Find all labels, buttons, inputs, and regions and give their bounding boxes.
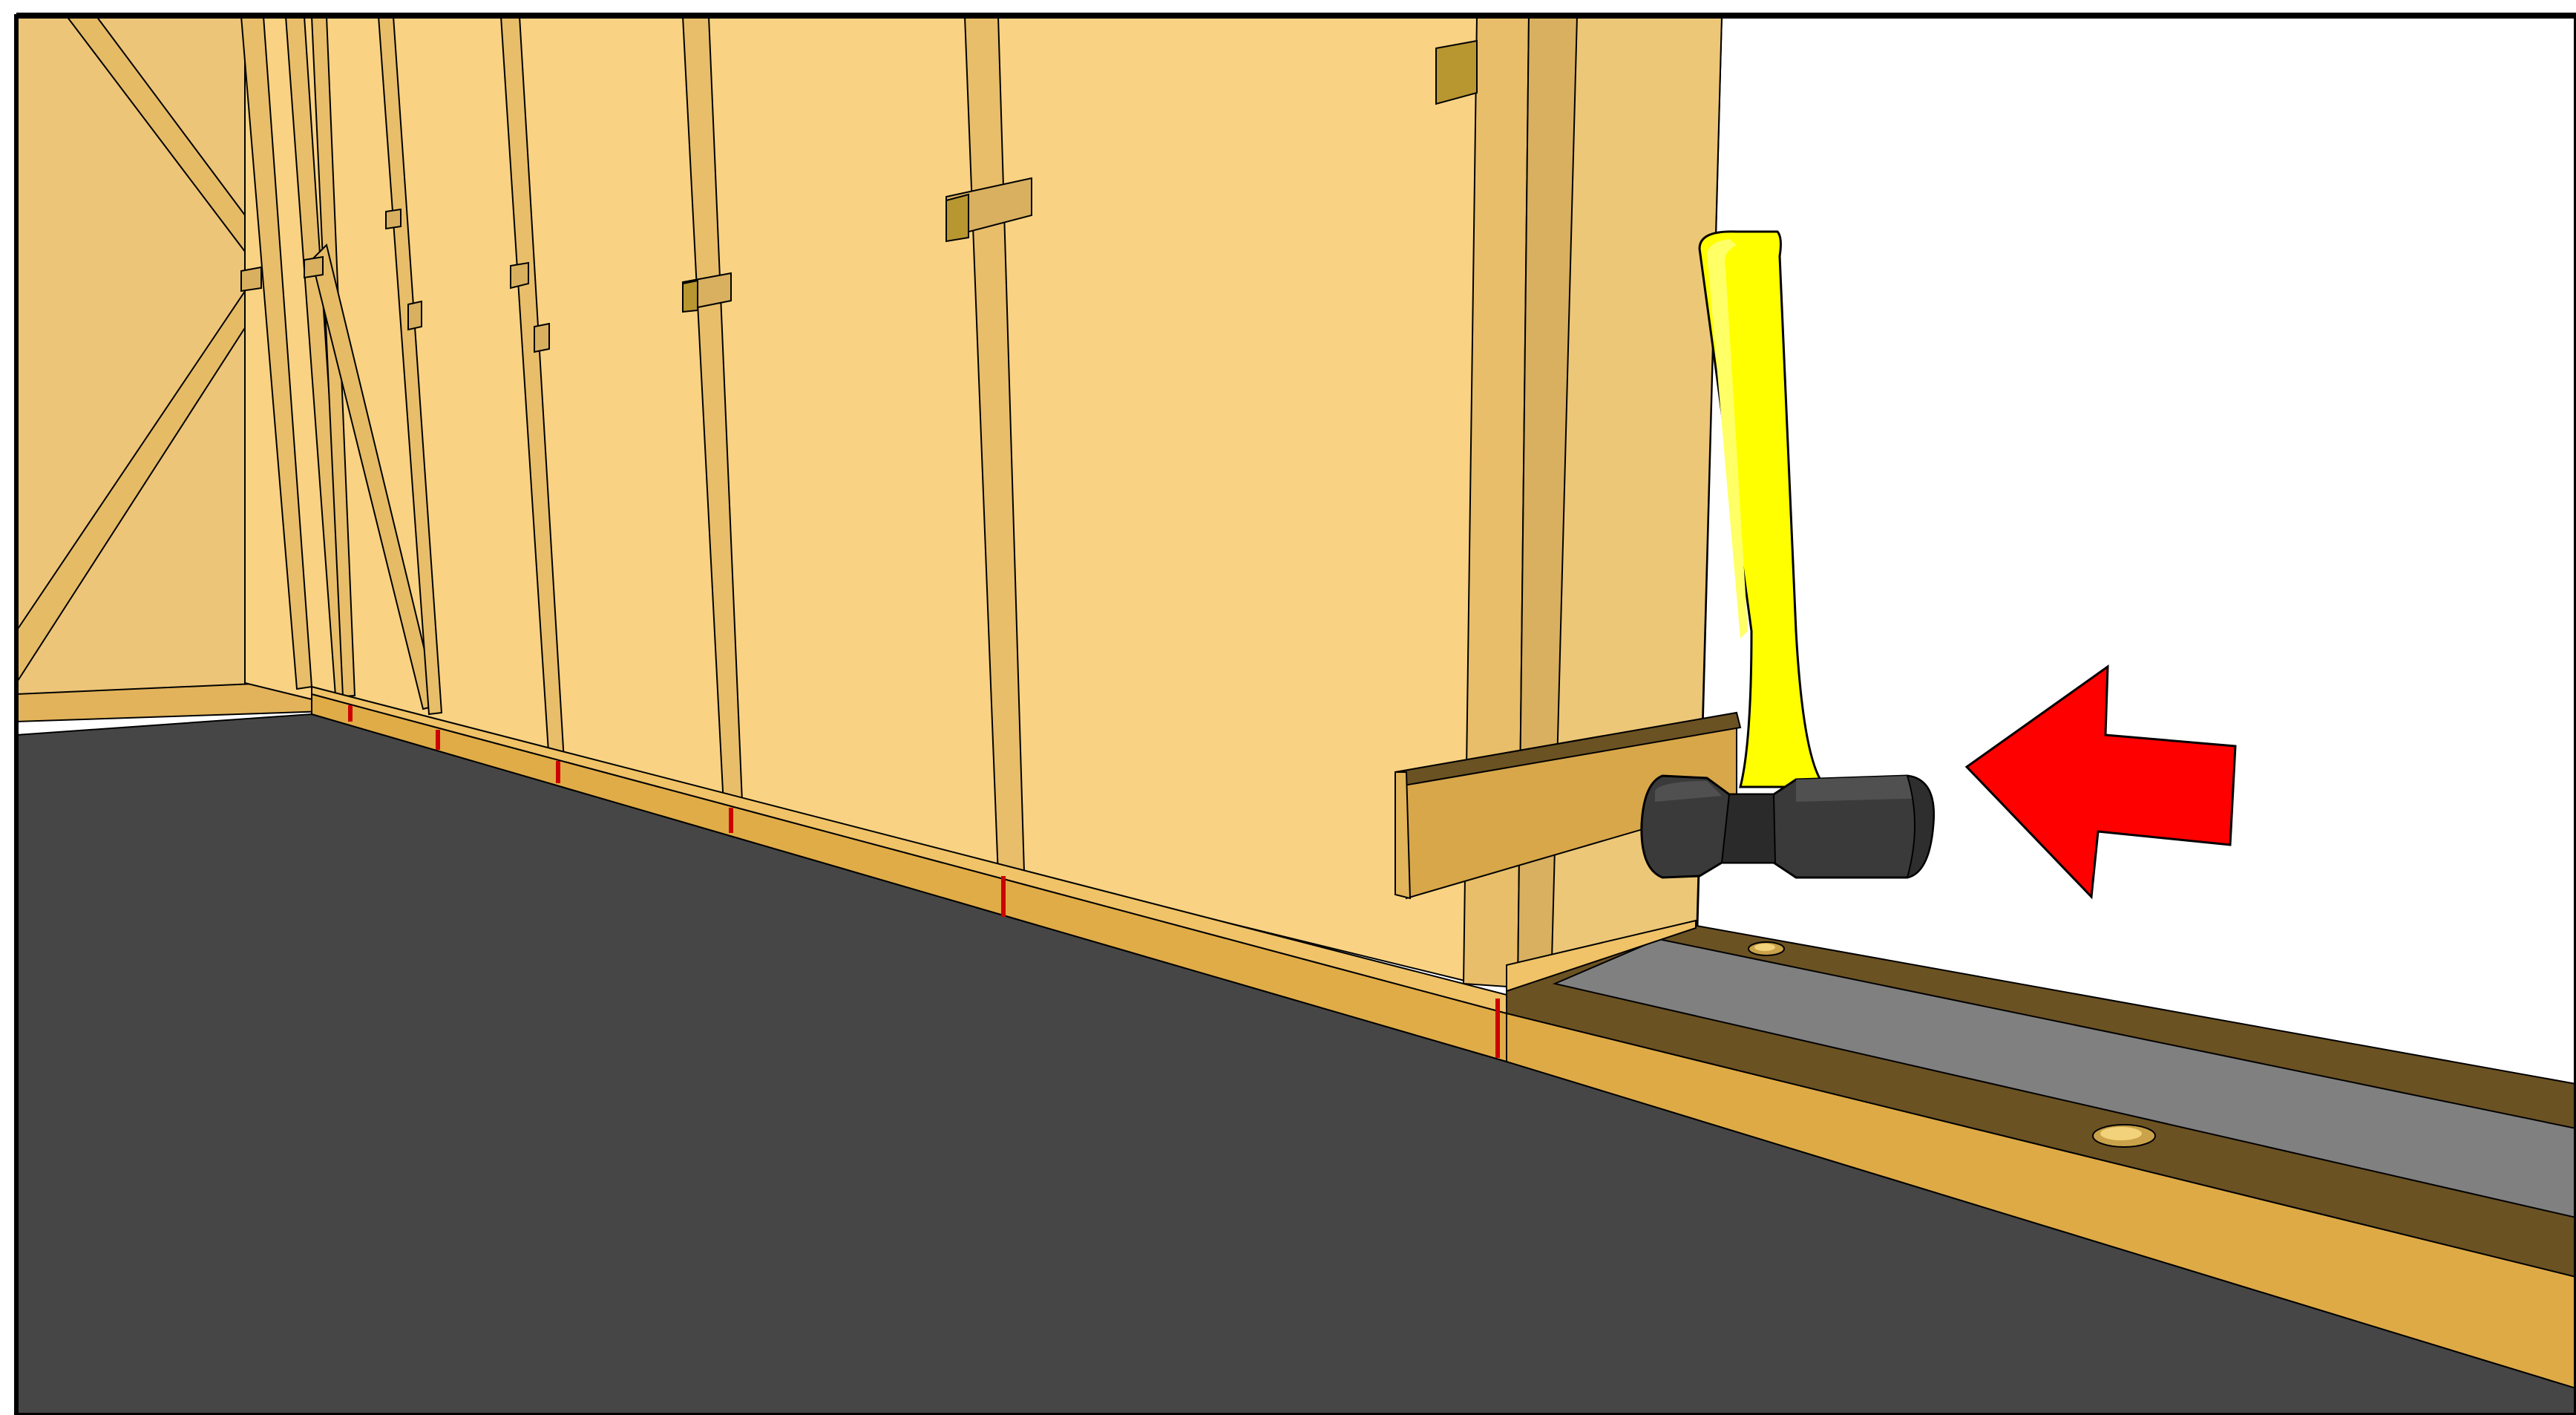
bolt-hole xyxy=(1754,944,1775,951)
block xyxy=(683,281,698,312)
block xyxy=(304,257,323,278)
block xyxy=(241,267,261,291)
block xyxy=(386,209,401,229)
block xyxy=(946,195,969,241)
bolt-hole xyxy=(2100,1127,2142,1140)
block xyxy=(534,324,549,352)
block xyxy=(408,301,422,330)
block xyxy=(1436,41,1477,104)
block xyxy=(511,263,528,288)
